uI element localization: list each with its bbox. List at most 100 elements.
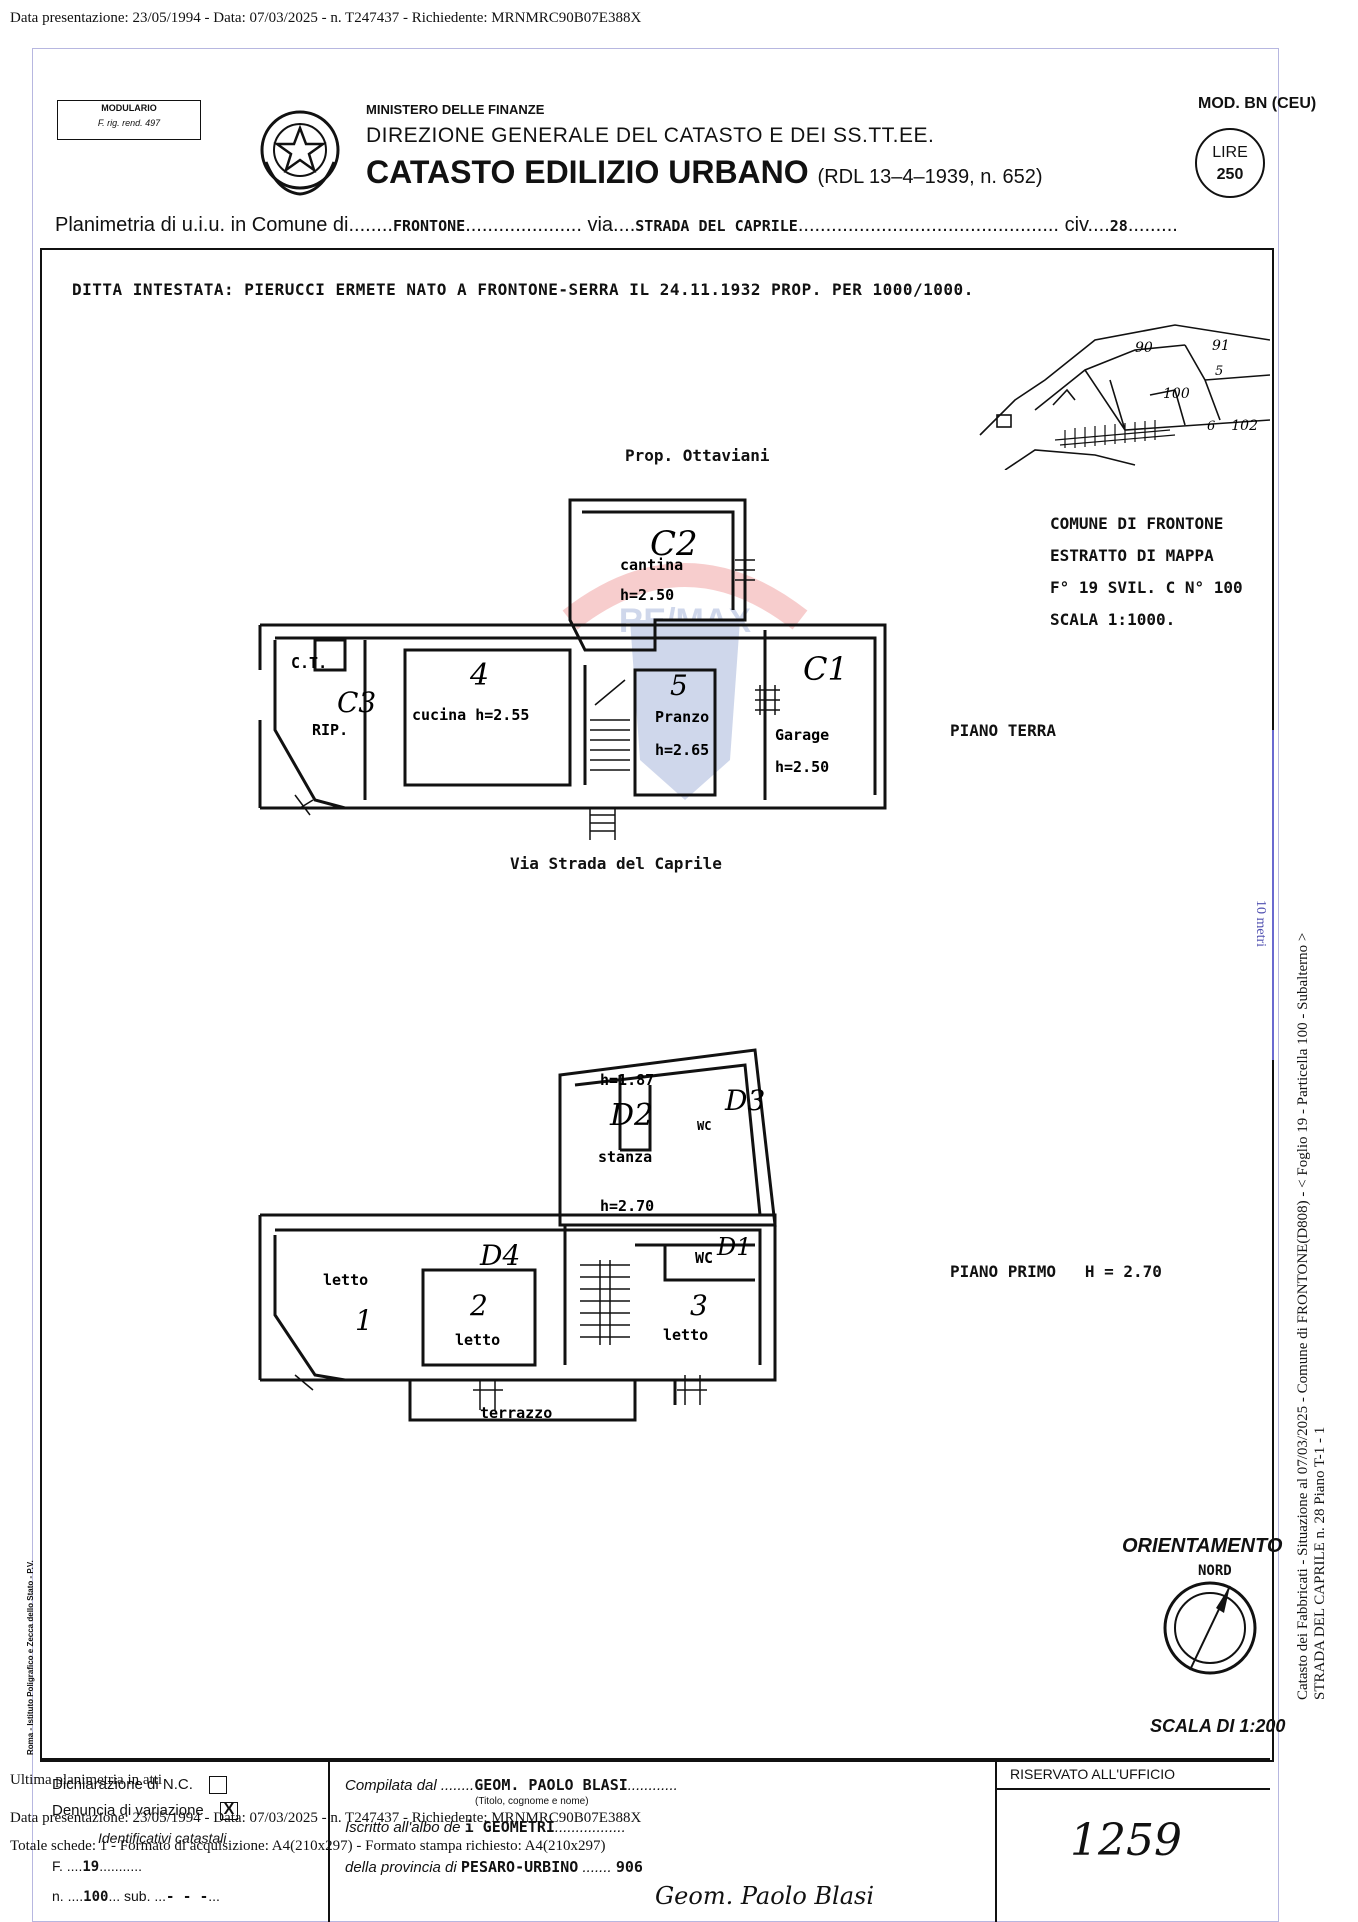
mark-c3: C3 (337, 686, 376, 719)
label-terrazzo: terrazzo (480, 1404, 552, 1422)
footer-line1: Ultima planimetria in atti (10, 1772, 163, 1788)
piano-terra-label: PIANO TERRA (950, 721, 1056, 740)
remax-watermark-icon: RE/MAX (562, 563, 808, 800)
catasto-rdl: (RDL 13–4–1939, n. 652) (817, 166, 1043, 188)
civ-label: civ. (1064, 214, 1094, 236)
iscritto-row: Iscritto all'albo de i GEOMETRI.........… (345, 1818, 626, 1836)
ufficio-number: 1259 (1070, 1815, 1182, 1866)
side-text-line1: Catasto dei Fabbricati - Situazione al 0… (1295, 932, 1311, 1700)
label-cucina: cucina h=2.55 (412, 706, 529, 724)
label-pranzo-h: h=2.65 (655, 741, 709, 759)
denuncia-checkbox[interactable]: X (219, 1802, 238, 1821)
iscritto-label: Iscritto all'albo de (345, 1819, 461, 1836)
estratto-line4: SCALA 1:1000. (1050, 610, 1176, 629)
parcel-90: 90 (1135, 340, 1153, 356)
label-wc-upper: WC (697, 1119, 711, 1133)
compilata-value: GEOM. PAOLO BLASI (474, 1776, 628, 1794)
numero-label: n. (52, 1888, 64, 1904)
map-extract-drawing: 90 91 5 100 102 6 (979, 324, 1270, 470)
label-stanza: stanza (598, 1148, 652, 1166)
planimetria-line: Planimetria di u.i.u. in Comune di......… (55, 214, 1178, 236)
label-letto-2: letto (455, 1331, 500, 1349)
mark-1: 1 (355, 1304, 373, 1337)
lire-stamp: LIRE 250 (1195, 128, 1265, 198)
modulario-line2: F. rig. rend. 497 (97, 118, 161, 128)
provincia-num: 906 (615, 1858, 643, 1876)
label-h-top: h=1.87 (600, 1071, 654, 1089)
catasto-title: CATASTO EDILIZIO URBANO (RDL 13–4–1939, … (366, 154, 1043, 191)
provincia-label: della provincia di (345, 1859, 457, 1876)
mark-d1: D1 (716, 1233, 752, 1261)
prop-ottaviani: Prop. Ottaviani (625, 446, 770, 465)
piano-terra-floorplan: C2 4 5 C1 C3 cantina h=2.50 cucina h=2.5… (258, 498, 887, 840)
sub-label: sub. (124, 1888, 151, 1904)
mark-3: 3 (690, 1289, 708, 1322)
provincia-value: PESARO-URBINO (460, 1858, 579, 1876)
parcel-100: 100 (1163, 386, 1190, 402)
parcel-5: 5 (1215, 364, 1223, 379)
riservato-label: RISERVATO ALL'UFFICIO (1010, 1766, 1176, 1782)
label-garage: Garage (775, 726, 829, 744)
label-h-mid: h=2.70 (600, 1197, 654, 1215)
scale-bar-label: 10 metri (1253, 900, 1268, 948)
footer-line2: Data presentazione: 23/05/1994 - Data: 0… (10, 1810, 642, 1826)
ministero-title: MINISTERO DELLE FINANZE (366, 102, 545, 117)
foglio-value: 19 (82, 1859, 100, 1875)
foglio-row: F. ....19........... (52, 1858, 142, 1875)
printer-note: Roma - Istituto Poligrafico e Zecca dell… (26, 1560, 35, 1755)
label-cantina-h: h=2.50 (620, 586, 674, 604)
foglio-label: F. (52, 1858, 63, 1874)
numero-value: 100 (83, 1889, 109, 1905)
label-garage-h: h=2.50 (775, 758, 829, 776)
mark-5: 5 (670, 669, 688, 702)
estratto-line2: ESTRATTO DI MAPPA (1050, 546, 1214, 565)
mark-c1: C1 (803, 650, 848, 688)
denuncia-label: Denuncia di variazione (52, 1802, 204, 1819)
label-letto-3: letto (663, 1326, 708, 1344)
parcel-91: 91 (1212, 338, 1230, 354)
via-value: STRADA DEL CAPRILE (635, 217, 798, 235)
dichiarazione-checkbox[interactable] (209, 1776, 228, 1795)
parcel-6: 6 (1207, 419, 1215, 434)
label-cantina: cantina (620, 556, 683, 574)
mark-4: 4 (469, 658, 489, 693)
nord-label: NORD (1198, 1563, 1232, 1579)
label-pranzo: Pranzo (655, 708, 709, 726)
label-rip: RIP. (312, 721, 348, 739)
mark-c2: C2 (650, 524, 698, 564)
side-text-line2: STRADA DEL CAPRILE n. 28 Piano T-1 - 1 (1312, 1426, 1328, 1700)
lire-value: 250 (1216, 166, 1244, 183)
mark-d4: D4 (479, 1239, 520, 1272)
compilata-label: Compilata dal (345, 1777, 437, 1794)
dichiarazione-label: Dichiarazione di N.C. (52, 1776, 193, 1793)
parcel-102: 102 (1231, 418, 1258, 434)
piano-primo-floorplan: D2 D3 D4 2 3 1 D1 h=1.87 stanza h=2.70 W… (258, 1048, 777, 1422)
catasto-main: CATASTO EDILIZIO URBANO (366, 154, 809, 190)
bottom-form-table: Dichiarazione di N.C. Denuncia di variaz… (40, 1758, 1270, 1922)
document-header-line: Data presentazione: 23/05/1994 - Data: 0… (10, 10, 642, 26)
table-divider-1 (328, 1760, 330, 1922)
mark-d2: D2 (609, 1098, 653, 1133)
direzione-title: DIREZIONE GENERALE DEL CATASTO E DEI SS.… (366, 124, 935, 147)
mark-2: 2 (469, 1289, 488, 1322)
scala-label: SCALA DI 1:200 (1150, 1716, 1286, 1736)
table-divider-2 (995, 1760, 997, 1922)
modulario-box: MODULARIO F. rig. rend. 497 (57, 100, 201, 140)
titolo-note: (Titolo, cognome e nome) (475, 1796, 589, 1807)
estratto-line3: F° 19 SVIL. C N° 100 (1050, 578, 1243, 597)
footer-line3: Totale schede: 1 - Formato di acquisizio… (10, 1838, 606, 1854)
comune-value: FRONTONE (392, 217, 466, 235)
lire-label: LIRE (1212, 144, 1248, 161)
iscritto-value: i GEOMETRI (464, 1818, 555, 1836)
via-strada-label: Via Strada del Caprile (510, 854, 722, 873)
orientamento-label: ORIENTAMENTO (1122, 1535, 1283, 1557)
compiler-section: Compilata dal ........GEOM. PAOLO BLASI.… (345, 1760, 985, 1922)
signature: Geom. Paolo Blasi (655, 1882, 875, 1910)
identificativi-label: Identificativi catastali (98, 1830, 227, 1846)
denuncia-row: Denuncia di variazione X (52, 1802, 238, 1821)
estratto-di-mappa-text: COMUNE DI FRONTONE ESTRATTO DI MAPPA F° … (1050, 508, 1243, 636)
via-label: via (587, 214, 614, 236)
declaration-section: Dichiarazione di N.C. Denuncia di variaz… (40, 1760, 328, 1922)
mod-code: MOD. BN (CEU) (1198, 95, 1317, 112)
dichiarazione-row: Dichiarazione di N.C. (52, 1776, 228, 1795)
